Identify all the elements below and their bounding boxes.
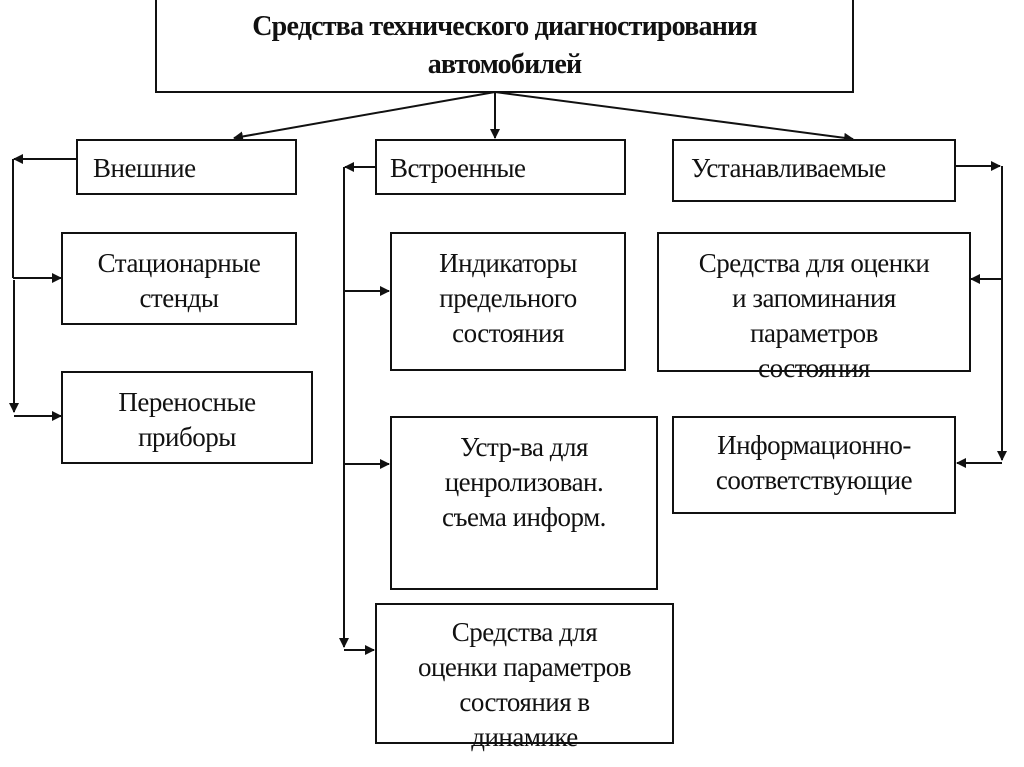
- node-informational: Информационно- соответствующие: [672, 416, 956, 514]
- category-external-label: Внешние: [93, 153, 196, 183]
- arrow-title-to-installed: [494, 91, 854, 143]
- node-portable-devices: Переносные приборы: [61, 371, 313, 464]
- node-centralized-data-label: Устр-ва для ценролизован. съема информ.: [442, 432, 606, 532]
- node-dynamic-params-label: Средства для оценки параметров состояния…: [417, 617, 632, 752]
- node-dynamic-params: Средства для оценки параметров состояния…: [375, 603, 674, 752]
- node-informational-label: Информационно- соответствующие: [715, 430, 913, 495]
- node-stationary-stands-label: Стационарные стенды: [97, 248, 261, 313]
- arrow-title-to-external: [233, 91, 496, 142]
- node-stationary-stands: Стационарные стенды: [61, 232, 297, 325]
- node-portable-devices-label: Переносные приборы: [118, 387, 256, 452]
- category-builtin: Встроенные: [375, 139, 626, 195]
- category-external: Внешние: [76, 139, 297, 195]
- node-memory-params: Средства для оценки и запоминания параме…: [657, 232, 971, 383]
- node-memory-params-label: Средства для оценки и запоминания параме…: [698, 248, 930, 383]
- category-installed-label: Устанавливаемые: [691, 153, 886, 183]
- category-builtin-label: Встроенные: [390, 153, 526, 183]
- node-limit-indicators-label: Индикаторы предельного состояния: [439, 248, 577, 348]
- category-installed: Устанавливаемые: [672, 139, 956, 202]
- node-centralized-data: Устр-ва для ценролизован. съема информ.: [390, 416, 658, 590]
- root-node-label: Средства технического диагностирования а…: [252, 11, 757, 80]
- root-node: Средства технического диагностирования а…: [155, 0, 854, 93]
- node-limit-indicators: Индикаторы предельного состояния: [390, 232, 626, 371]
